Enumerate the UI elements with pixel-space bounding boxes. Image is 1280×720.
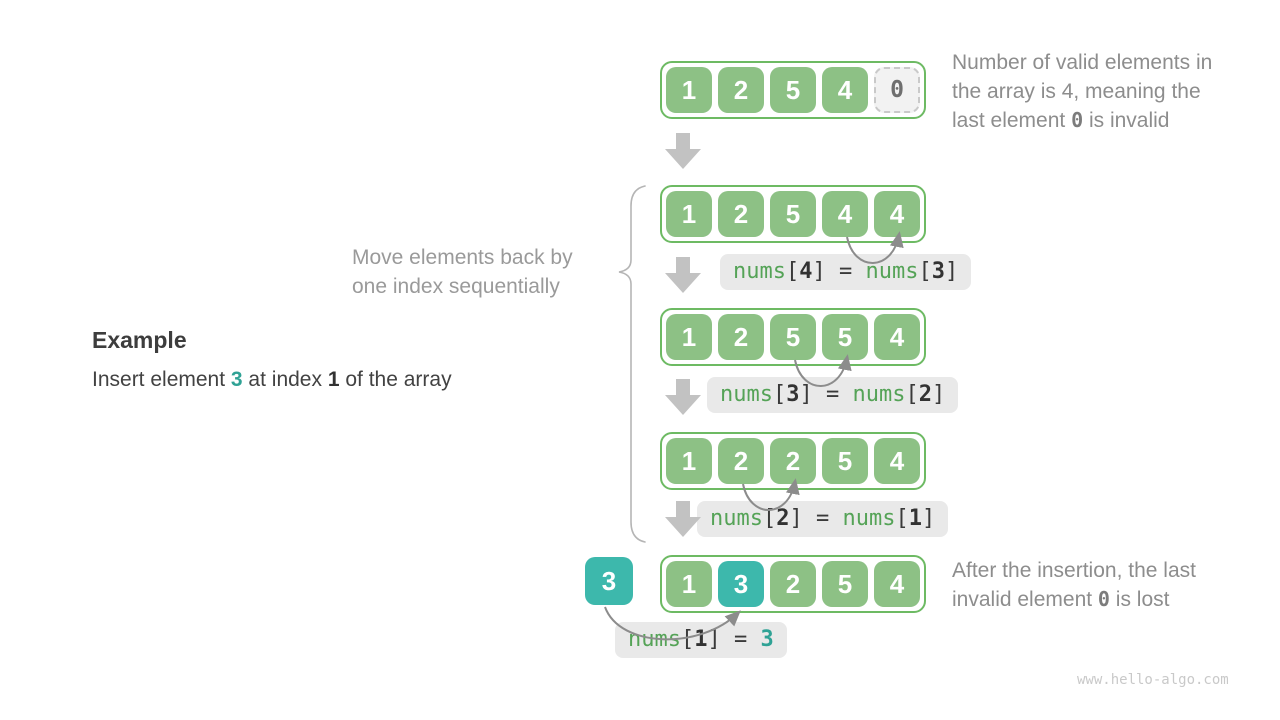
- op-label-1: nums[4] = nums[3]: [720, 254, 972, 290]
- down-arrow-icon: [665, 379, 701, 415]
- down-arrow-icon: [665, 133, 701, 169]
- array-cell: 1: [666, 191, 712, 237]
- desc-pre: Insert element: [92, 368, 231, 391]
- array-cell: 5: [770, 191, 816, 237]
- op-index: 4: [799, 259, 813, 284]
- op-value: 3: [760, 627, 774, 652]
- desc-mid: at index: [242, 368, 328, 391]
- array-cell: 5: [770, 314, 816, 360]
- move-note-line2: one index sequentially: [352, 275, 560, 298]
- op-equals: =: [720, 627, 761, 652]
- note-text: is lost: [1109, 588, 1170, 611]
- brace-icon: [618, 185, 646, 543]
- array-row-initial: 1 2 5 4 0: [660, 61, 926, 119]
- array-cell: 2: [770, 438, 816, 484]
- array-row-shift2: 1 2 5 5 4: [660, 308, 926, 366]
- array-cell: 2: [770, 561, 816, 607]
- op-bracket: [: [905, 382, 919, 407]
- move-curve-arrow-icon: [794, 354, 852, 387]
- note-text: invalid element: [952, 588, 1098, 611]
- insert-curve-arrow-icon: [604, 606, 741, 641]
- array-cell: 4: [874, 561, 920, 607]
- array-cell-inserted: 3: [718, 561, 764, 607]
- note-code-zero: 0: [1097, 587, 1110, 611]
- op-bracket: ]: [799, 382, 813, 407]
- op-bracket: [: [680, 627, 695, 652]
- array-row-shift3: 1 2 2 5 4: [660, 432, 926, 490]
- move-note-line1: Move elements back by: [352, 246, 573, 269]
- note-code-zero: 0: [1071, 108, 1084, 132]
- op-bracket: ]: [789, 506, 803, 531]
- note-line: the array is 4, meaning the: [952, 80, 1201, 103]
- op-bracket: ]: [921, 506, 936, 531]
- array-cell: 2: [718, 314, 764, 360]
- op-fn: nums: [733, 259, 786, 284]
- op-index: 2: [918, 382, 932, 407]
- array-cell: 5: [822, 438, 868, 484]
- array-cell: 1: [666, 561, 712, 607]
- down-arrow-icon: [665, 501, 701, 537]
- op-bracket: [: [772, 382, 787, 407]
- op-fn: nums: [852, 382, 906, 407]
- desc-insert-value: 3: [230, 368, 243, 391]
- op-equals: =: [802, 506, 843, 531]
- valid-elements-note: Number of valid elements in the array is…: [952, 48, 1212, 135]
- op-index: 3: [931, 259, 945, 284]
- insert-value-cell: 3: [585, 557, 633, 605]
- note-text: is invalid: [1083, 109, 1170, 132]
- move-curve-arrow-icon: [742, 478, 800, 511]
- array-cell: 1: [666, 67, 712, 113]
- op-bracket: [: [785, 259, 800, 284]
- array-cell: 5: [822, 561, 868, 607]
- desc-post: of the array: [339, 368, 452, 391]
- array-row-shift1: 1 2 5 4 4: [660, 185, 926, 243]
- note-line: After the insertion, the last: [952, 559, 1196, 582]
- example-description: Insert element 3 at index 1 of the array: [92, 368, 452, 392]
- array-cell: 5: [822, 314, 868, 360]
- desc-index: 1: [327, 368, 340, 391]
- op-fn: nums: [720, 382, 773, 407]
- op-bracket: ]: [812, 259, 826, 284]
- array-cell: 2: [718, 67, 764, 113]
- op-index: 2: [776, 506, 790, 531]
- array-cell: 4: [874, 191, 920, 237]
- array-cell: 4: [822, 191, 868, 237]
- op-equals: =: [825, 259, 866, 284]
- after-insertion-note: After the insertion, the last invalid el…: [952, 556, 1196, 614]
- down-arrow-icon: [665, 257, 701, 293]
- array-cell: 4: [874, 314, 920, 360]
- op-equals: =: [812, 382, 853, 407]
- op-index: 1: [908, 506, 922, 531]
- note-line: Number of valid elements in: [952, 51, 1213, 74]
- op-label-3: nums[2] = nums[1]: [697, 501, 949, 537]
- op-bracket: [: [895, 506, 909, 531]
- note-text: last element: [952, 109, 1072, 132]
- op-bracket: [: [918, 259, 932, 284]
- op-index: 3: [786, 382, 800, 407]
- array-cell-invalid: 0: [874, 67, 920, 113]
- watermark: www.hello-algo.com: [1077, 672, 1229, 688]
- array-cell: 5: [770, 67, 816, 113]
- op-fn: nums: [710, 506, 763, 531]
- op-fn: nums: [842, 506, 896, 531]
- op-label-4: nums[1] = 3: [615, 622, 787, 658]
- op-bracket: ]: [707, 627, 721, 652]
- array-cell: 4: [822, 67, 868, 113]
- example-heading: Example: [92, 327, 187, 353]
- op-bracket: [: [762, 506, 777, 531]
- note-line: last element 0 is invalid: [952, 106, 1212, 135]
- array-cell: 2: [718, 438, 764, 484]
- move-curve-arrow-icon: [846, 231, 904, 264]
- op-bracket: ]: [944, 259, 959, 284]
- array-cell: 1: [666, 438, 712, 484]
- array-cell: 1: [666, 314, 712, 360]
- note-line: invalid element 0 is lost: [952, 585, 1196, 614]
- array-cell: 4: [874, 438, 920, 484]
- array-cell: 2: [718, 191, 764, 237]
- op-bracket: ]: [931, 382, 946, 407]
- move-note: Move elements back by one index sequenti…: [352, 243, 573, 301]
- array-row-result: 1 3 2 5 4: [660, 555, 926, 613]
